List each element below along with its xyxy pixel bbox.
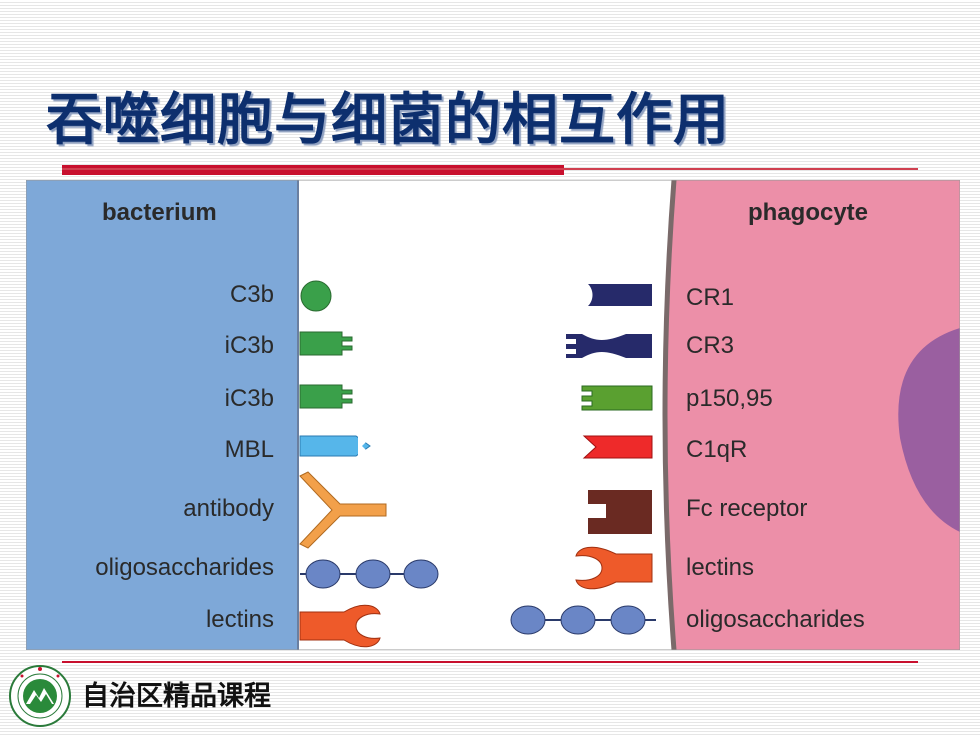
interaction-diagram: bacterium phagocyte C3b iC3b iC3b MBL an… — [26, 180, 960, 650]
right-label-p150-95: p150,95 — [686, 385, 773, 412]
oligo-right-bead-1 — [510, 605, 546, 635]
left-label-ic3b-2: iC3b — [225, 385, 274, 412]
mbl-notch — [358, 436, 372, 456]
left-label-mbl: MBL — [225, 436, 274, 463]
right-label-fc-receptor: Fc receptor — [686, 495, 807, 522]
oligo-left-bead-3 — [403, 559, 439, 589]
oligo-right-bead-3 — [610, 605, 646, 635]
bacterium-header: bacterium — [102, 199, 217, 226]
phagocyte-region — [665, 180, 960, 650]
right-label-oligosaccharides: oligosaccharides — [686, 606, 865, 633]
ic3b-ligand-shape-2 — [299, 384, 353, 409]
right-label-lectins: lectins — [686, 554, 754, 581]
oligo-left-bead-1 — [305, 559, 341, 589]
p150-95-receptor-shape — [581, 385, 653, 411]
lectin-right-shape — [575, 546, 653, 590]
lectin-left-shape — [299, 604, 381, 648]
cr3-receptor-shape — [566, 334, 652, 358]
oligo-left-bead-2 — [355, 559, 391, 589]
ic3b-ligand-shape-1 — [299, 331, 353, 356]
fc-receptor-shape — [588, 490, 652, 534]
right-label-cr3: CR3 — [686, 332, 734, 359]
bacterium-region — [26, 180, 298, 650]
university-logo-icon — [9, 665, 71, 727]
footer-course-label: 自治区精品课程 — [82, 681, 271, 712]
oligo-right-bead-2 — [560, 605, 596, 635]
left-label-antibody: antibody — [183, 495, 274, 522]
c3b-ligand-shape — [300, 280, 332, 312]
antibody-ligand-shape — [299, 471, 387, 549]
slide-title: 吞噬细胞与细菌的相互作用 — [46, 88, 730, 153]
phagocyte-membrane — [662, 180, 677, 650]
left-label-oligosaccharides: oligosaccharides — [95, 554, 274, 581]
phagocyte-nucleus — [898, 328, 960, 532]
phagocyte-header: phagocyte — [748, 199, 868, 226]
left-label-lectins: lectins — [206, 606, 274, 633]
title-underline — [62, 168, 918, 170]
right-label-cr1: CR1 — [686, 284, 734, 311]
cr1-receptor-shape — [588, 284, 652, 306]
c1qr-receptor-shape — [582, 435, 653, 459]
title-underline-accent — [62, 165, 564, 175]
footer-divider — [62, 661, 918, 663]
left-label-ic3b-1: iC3b — [225, 332, 274, 359]
left-label-c3b: C3b — [230, 281, 274, 308]
right-label-c1qr: C1qR — [686, 436, 747, 463]
